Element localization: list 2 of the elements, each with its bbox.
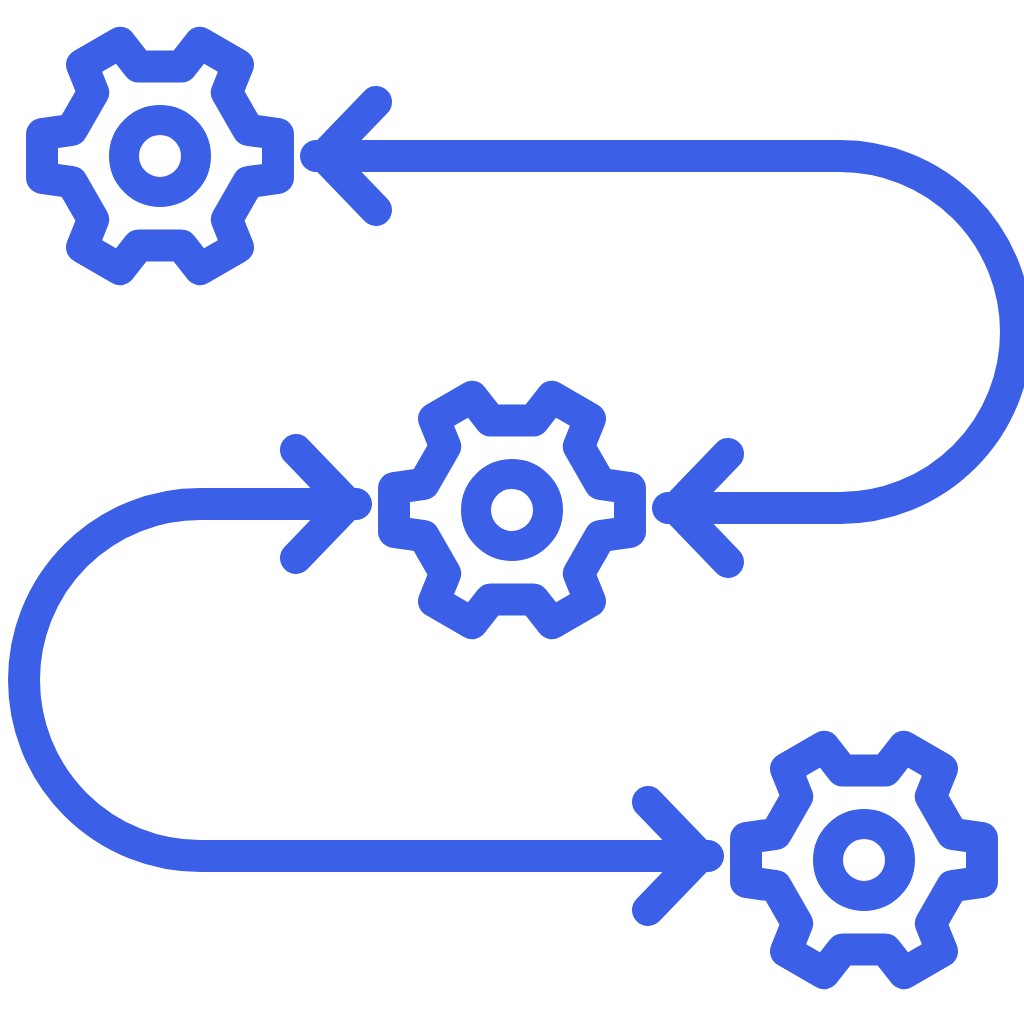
curved-arrow — [8, 434, 724, 926]
curved-arrow — [300, 86, 1024, 578]
